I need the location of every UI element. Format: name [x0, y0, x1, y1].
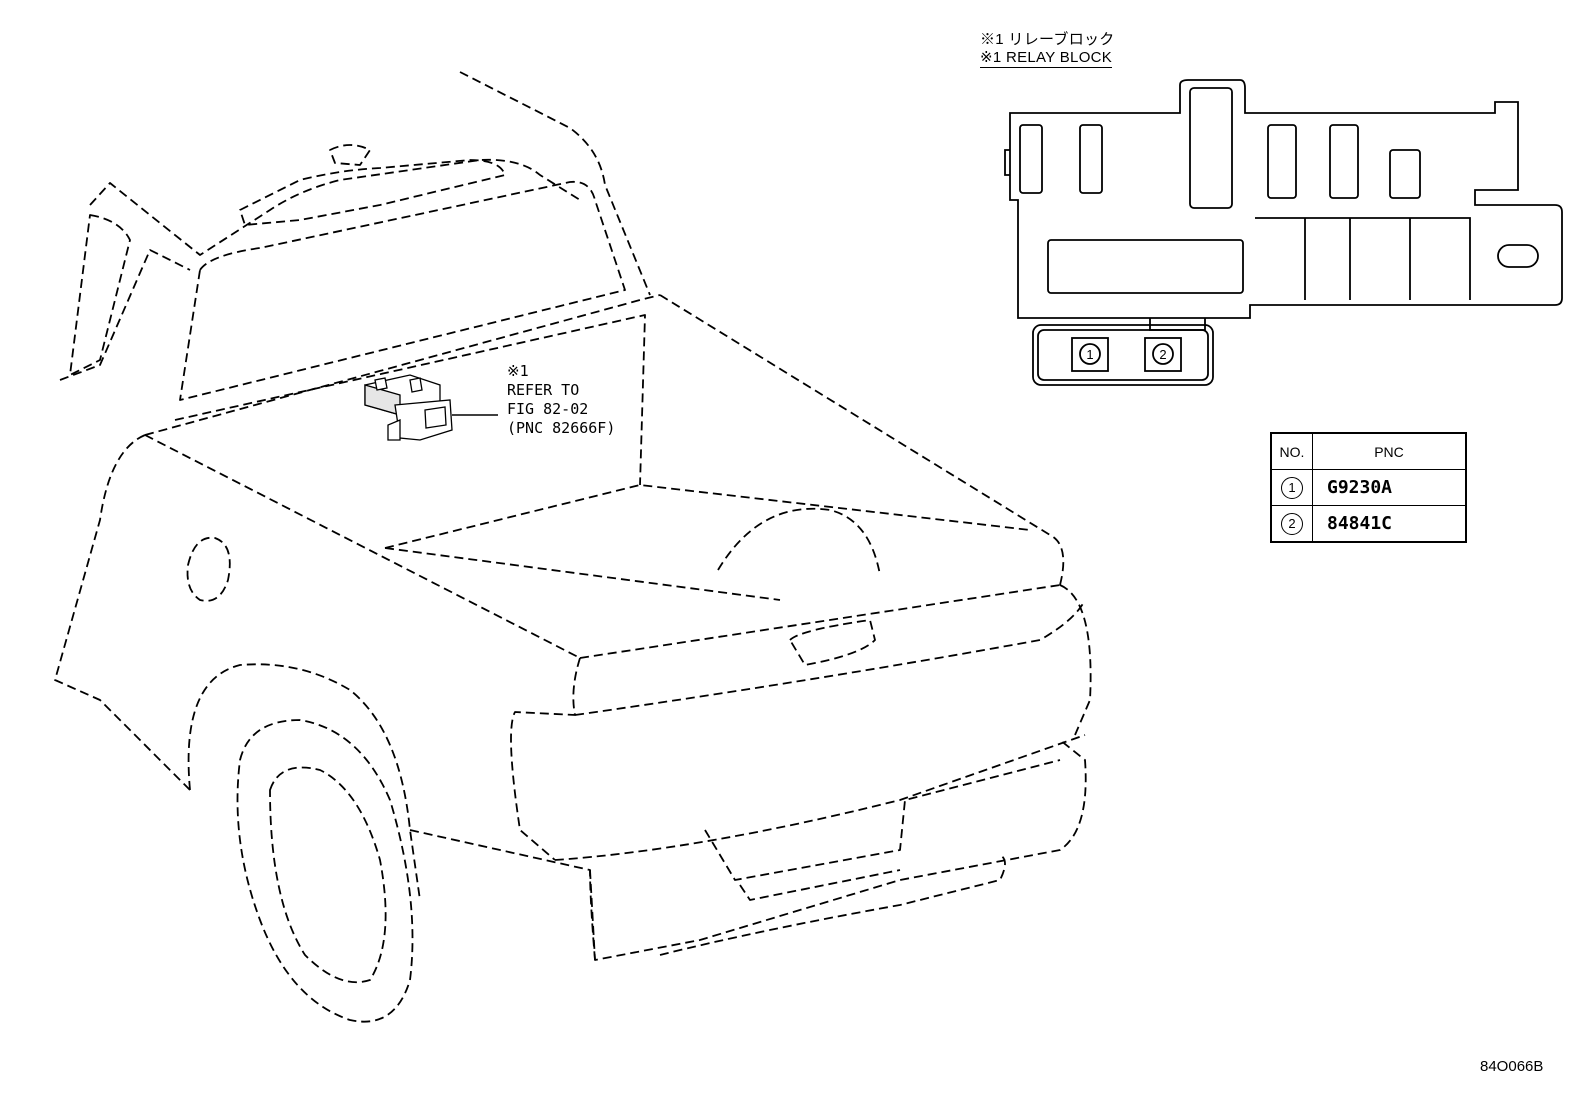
pnc-table: NO. PNC 1 G9230A 2 84841C [1270, 432, 1467, 543]
tailgate-face [574, 599, 1086, 716]
bumper-lower [659, 854, 1006, 956]
tailgate-lower [554, 734, 1086, 861]
callout-line1: REFER TO [507, 381, 580, 399]
connector-2-number: 2 [1159, 347, 1166, 362]
callout-ref: ※1 [507, 362, 529, 380]
table-row: 1 G9230A [1270, 469, 1467, 506]
callout-line2: FIG 82-02 [507, 400, 589, 418]
relay-slot [1189, 87, 1233, 209]
tailgate-right [1059, 584, 1092, 736]
connector-1-number: 1 [1086, 347, 1093, 362]
bed-floor-left [384, 547, 781, 601]
cab-side-window [69, 214, 131, 376]
bumper-center [739, 869, 901, 901]
rear-fender-arch [187, 663, 421, 901]
rear-bumper [589, 739, 1087, 961]
connector-1-box [1071, 337, 1109, 372]
tailgate-handle [789, 619, 876, 666]
connector-1-circle [1079, 343, 1101, 365]
fuel-door [186, 536, 231, 602]
relay-block-housing [1009, 79, 1563, 319]
relay-slot [1389, 149, 1421, 199]
relay-slot [1267, 124, 1297, 199]
row-pnc: 84841C [1312, 505, 1467, 543]
cab-upper-line [89, 158, 581, 256]
callout-note: ※1 REFER TO FIG 82-02 (PNC 82666F) [507, 362, 615, 438]
relay-block-detail [1004, 79, 1563, 386]
table-header-row: NO. PNC [1270, 432, 1467, 470]
row-number: 2 [1281, 512, 1303, 535]
third-brake-light [239, 159, 506, 226]
cab-roof-outline [459, 71, 651, 296]
relay-block-icon [364, 374, 498, 441]
roof-marker [329, 144, 371, 166]
header-pnc: PNC [1312, 432, 1467, 470]
relay-block-title-en: ※1 RELAY BLOCK [980, 49, 1113, 68]
relay-slot [1019, 124, 1043, 194]
bumper-step [704, 759, 1061, 881]
bed-front-wall-inner [174, 314, 646, 486]
bed-front-rail [144, 294, 661, 436]
table-row: 2 84841C [1270, 505, 1467, 543]
mounting-slot [1497, 244, 1539, 268]
body-left-lower [409, 829, 596, 961]
tailgate-top [579, 584, 1061, 659]
bed-right-rail [659, 294, 1065, 586]
relay-slot [1079, 124, 1103, 194]
header-no: NO. [1270, 432, 1313, 470]
relay-label-area [1047, 239, 1244, 294]
row-number: 1 [1281, 476, 1303, 499]
relay-block-title-ja: ※1 リレーブロック [980, 31, 1115, 48]
body-left-side [54, 434, 191, 791]
callout-line3: (PNC 82666F) [507, 419, 616, 437]
connector-housing [1032, 324, 1214, 386]
row-pnc: G9230A [1312, 469, 1467, 506]
relay-slot [1329, 124, 1359, 199]
bed-floor [384, 484, 1031, 549]
tire-inner [269, 766, 387, 984]
connector-2-box [1144, 337, 1182, 372]
rear-window [179, 180, 626, 401]
tire-outer [236, 719, 414, 1023]
figure-id: 84O066B [1480, 1058, 1544, 1075]
tailgate-panel [510, 657, 581, 861]
connector-2-circle [1152, 343, 1174, 365]
wheel-well-bump [717, 507, 881, 576]
cab-side-lower [59, 249, 191, 381]
bed-left-rail [144, 434, 581, 659]
